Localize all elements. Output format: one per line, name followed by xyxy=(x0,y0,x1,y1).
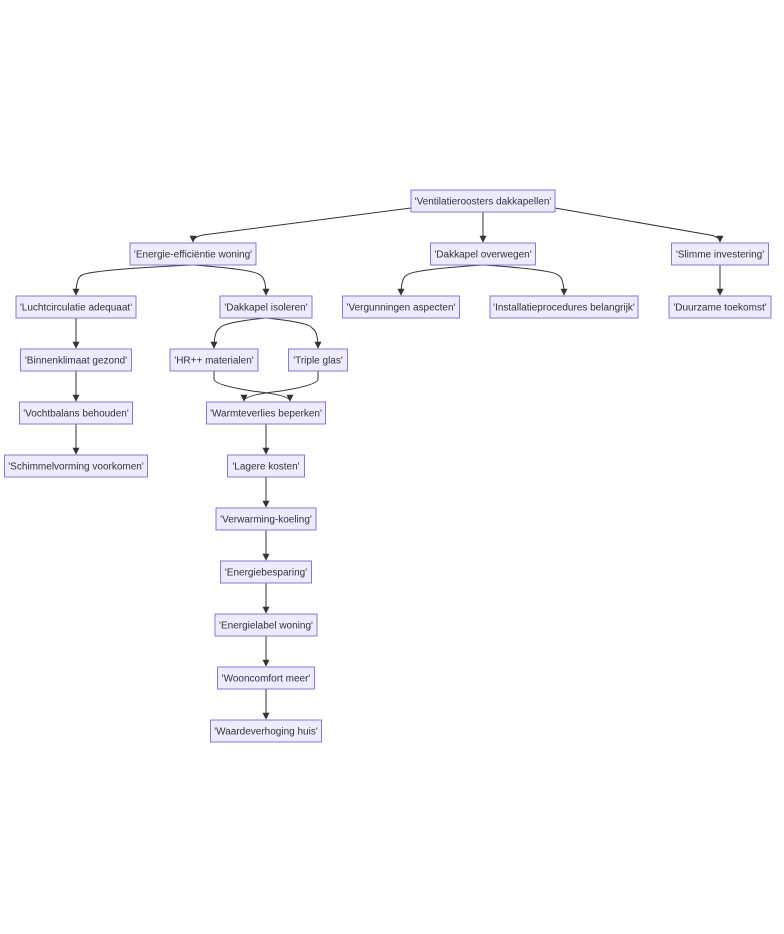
node-schimmel: 'Schimmelvorming voorkomen' xyxy=(4,454,148,478)
node-label-duurzaam: 'Duurzame toekomst' xyxy=(673,303,766,314)
node-label-binnen: 'Binnenklimaat gezond' xyxy=(25,356,127,367)
edge-energie-lucht xyxy=(72,264,194,296)
edge-root-slim xyxy=(554,207,724,243)
node-isoleren: 'Dakkapel isoleren' xyxy=(219,295,313,319)
edge-overwegen-vergunning xyxy=(397,264,484,296)
node-installatie: 'Installatieprocedures belangrijk' xyxy=(489,295,639,319)
node-label-energie: 'Energie-efficiëntie woning' xyxy=(134,250,252,261)
node-kosten: 'Lagere kosten' xyxy=(227,454,305,478)
node-box-slim xyxy=(671,242,769,266)
node-label-isoleren: 'Dakkapel isoleren' xyxy=(224,303,307,314)
node-label-root: 'Ventilatieroosters dakkapellen' xyxy=(415,197,552,208)
node-box-vocht xyxy=(19,401,133,425)
node-hr: 'HR++ materialen' xyxy=(169,348,259,372)
node-label-kosten: 'Lagere kosten' xyxy=(232,462,299,473)
node-label-lucht: 'Luchtcirculatie adequaat' xyxy=(20,303,132,314)
node-label-slim: 'Slimme investering' xyxy=(676,250,764,261)
edge-triple-warmte xyxy=(240,371,319,402)
edge-layer xyxy=(72,207,724,720)
node-box-hr xyxy=(169,348,259,372)
node-label-verwarming: 'Verwarming-koeling' xyxy=(220,515,312,526)
node-label-comfort: 'Wooncomfort meer' xyxy=(222,674,311,685)
node-binnen: 'Binnenklimaat gezond' xyxy=(20,348,132,372)
node-label-vergunning: 'Vergunningen aspecten' xyxy=(347,303,456,314)
edge-overwegen-installatie xyxy=(482,264,568,296)
node-verwarming: 'Verwarming-koeling' xyxy=(215,507,317,531)
node-box-energie xyxy=(129,242,257,266)
node-label-overwegen: 'Dakkapel overwegen' xyxy=(434,250,531,261)
node-box-overwegen xyxy=(430,242,536,266)
edge-root-energie xyxy=(189,207,412,243)
node-label: 'Energielabel woning' xyxy=(214,613,318,637)
node-box-warmte xyxy=(206,401,326,425)
node-vergunning: 'Vergunningen aspecten' xyxy=(342,295,460,319)
node-box-lucht xyxy=(15,295,137,319)
node-label-vocht: 'Vochtbalans behouden' xyxy=(23,409,129,420)
node-box-kosten xyxy=(227,454,305,478)
edge-hr-warmte xyxy=(213,371,294,402)
edge-isoleren-hr xyxy=(210,317,267,349)
edge-energie-isoleren xyxy=(192,264,270,296)
node-root: 'Ventilatieroosters dakkapellen' xyxy=(410,189,556,213)
node-lucht: 'Luchtcirculatie adequaat' xyxy=(15,295,137,319)
node-triple: 'Triple glas' xyxy=(288,348,348,372)
node-label-triple: 'Triple glas' xyxy=(293,356,343,367)
node-vocht: 'Vochtbalans behouden' xyxy=(19,401,133,425)
node-duurzaam: 'Duurzame toekomst' xyxy=(668,295,772,319)
node-box-label xyxy=(214,613,318,637)
node-label-hr: 'HR++ materialen' xyxy=(174,356,254,367)
node-box-besparing xyxy=(220,560,312,584)
node-box-waarde xyxy=(210,719,322,743)
node-label-installatie: 'Installatieprocedures belangrijk' xyxy=(493,303,635,314)
node-warmte: 'Warmteverlies beperken' xyxy=(206,401,326,425)
node-overwegen: 'Dakkapel overwegen' xyxy=(430,242,536,266)
edge-isoleren-triple xyxy=(265,317,322,349)
node-box-isoleren xyxy=(219,295,313,319)
node-label-label: 'Energielabel woning' xyxy=(219,621,313,632)
node-box-comfort xyxy=(217,666,315,690)
node-box-binnen xyxy=(20,348,132,372)
node-label-besparing: 'Energiebesparing' xyxy=(225,568,307,579)
node-energie: 'Energie-efficiëntie woning' xyxy=(129,242,257,266)
node-box-root xyxy=(410,189,556,213)
node-besparing: 'Energiebesparing' xyxy=(220,560,312,584)
node-label-schimmel: 'Schimmelvorming voorkomen' xyxy=(8,462,144,473)
node-label-warmte: 'Warmteverlies beperken' xyxy=(210,409,322,420)
node-box-schimmel xyxy=(4,454,148,478)
node-box-verwarming xyxy=(215,507,317,531)
node-box-vergunning xyxy=(342,295,460,319)
node-box-duurzaam xyxy=(668,295,772,319)
node-waarde: 'Waardeverhoging huis' xyxy=(210,719,322,743)
node-layer: 'Ventilatieroosters dakkapellen' 'Energie… xyxy=(4,189,772,743)
node-box-triple xyxy=(288,348,348,372)
node-label-waarde: 'Waardeverhoging huis' xyxy=(214,727,318,738)
node-slim: 'Slimme investering' xyxy=(671,242,769,266)
node-box-installatie xyxy=(489,295,639,319)
node-comfort: 'Wooncomfort meer' xyxy=(217,666,315,690)
